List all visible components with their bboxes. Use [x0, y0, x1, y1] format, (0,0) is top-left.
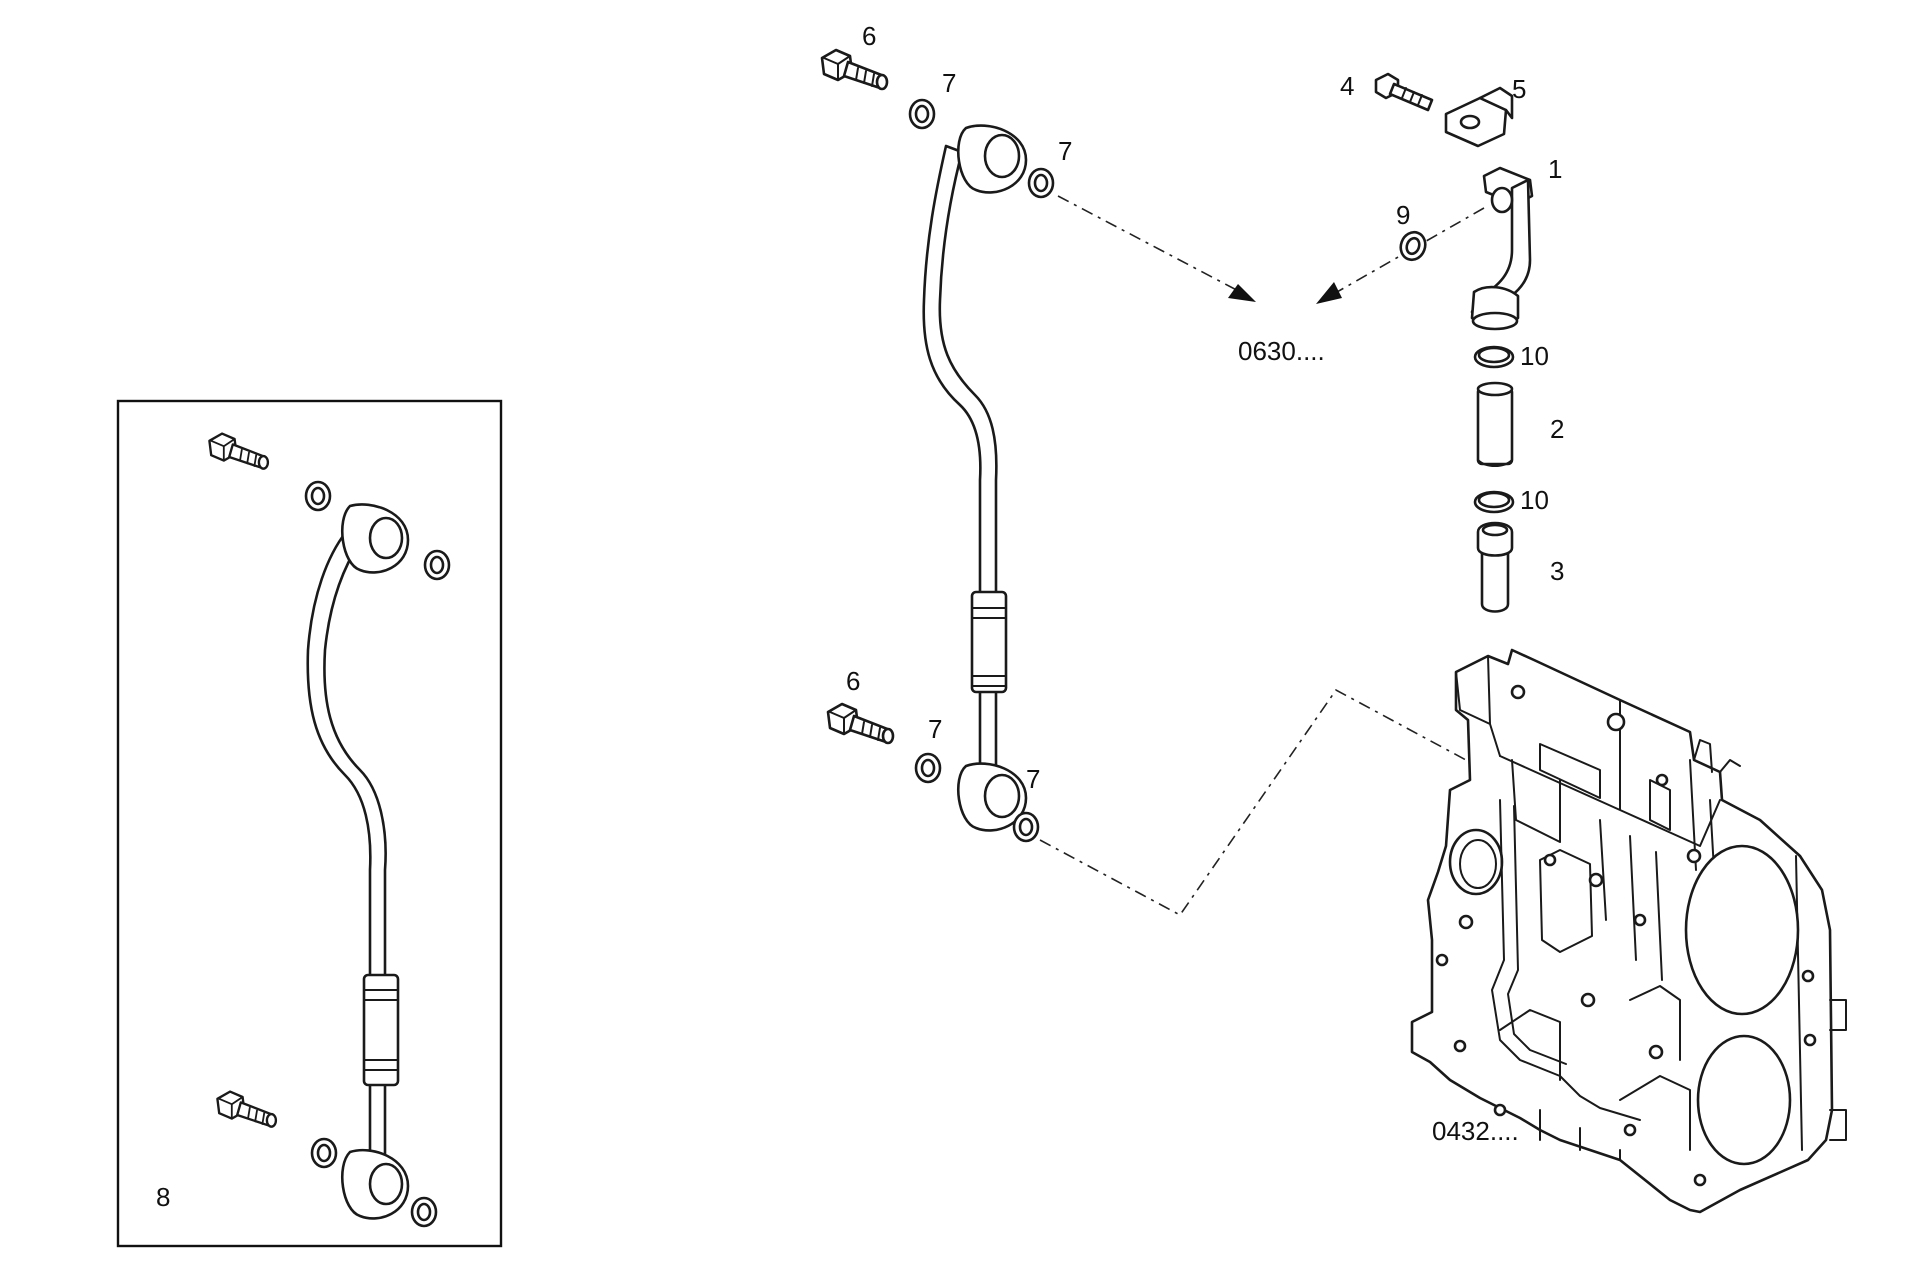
inset-banjo-bolt-upper	[208, 432, 270, 470]
reference-0630: 0630....	[1238, 336, 1325, 366]
callout-5: 5	[1512, 74, 1526, 104]
inset-washer-lower-left	[310, 1137, 338, 1169]
hose-clamp-10-lower	[1473, 490, 1515, 514]
leader-line-to-cover	[1039, 688, 1467, 917]
hose-clamp-10-upper	[1473, 345, 1515, 369]
reference-0432: 0432....	[1432, 1116, 1519, 1146]
washer-7-b	[1027, 167, 1055, 199]
inset-washer-upper-right	[423, 549, 451, 581]
inset-banjo-bolt-lower	[216, 1090, 278, 1128]
callout-7-d: 7	[1026, 764, 1040, 794]
inset-oil-pipe	[306, 503, 410, 1220]
leader-line-to-0630-left	[1057, 195, 1256, 302]
oil-pipe	[922, 124, 1028, 832]
callout-7-b: 7	[1058, 136, 1072, 166]
washer-7-d	[1012, 811, 1040, 843]
callout-7-a: 7	[942, 68, 956, 98]
callout-4: 4	[1340, 71, 1354, 101]
callout-10-lower: 10	[1520, 485, 1549, 515]
gear-housing-cover	[1410, 648, 1847, 1214]
callout-9: 9	[1396, 200, 1410, 230]
washer-7-a	[908, 98, 936, 130]
callout-7-c: 7	[928, 714, 942, 744]
bracket-5	[1444, 86, 1514, 148]
callout-2: 2	[1550, 414, 1564, 444]
banjo-bolt-6-upper	[820, 48, 889, 91]
inset-washer-lower-right	[410, 1196, 438, 1228]
callout-6-lower: 6	[846, 666, 860, 696]
banjo-bolt-6-lower	[826, 702, 895, 745]
callout-8: 8	[156, 1182, 170, 1212]
bolt-4	[1374, 72, 1434, 112]
callout-6-upper: 6	[862, 21, 876, 51]
washer-9	[1395, 227, 1431, 265]
callout-1: 1	[1548, 154, 1562, 184]
elbow-pipe-1	[1470, 166, 1534, 331]
inset-washer-upper-left	[304, 480, 332, 512]
washer-7-c	[914, 752, 942, 784]
callout-10-upper: 10	[1520, 341, 1549, 371]
sleeve-2	[1476, 381, 1514, 467]
fitting-3	[1476, 521, 1514, 613]
inset-frame-item-8	[116, 399, 503, 1248]
callout-3: 3	[1550, 556, 1564, 586]
